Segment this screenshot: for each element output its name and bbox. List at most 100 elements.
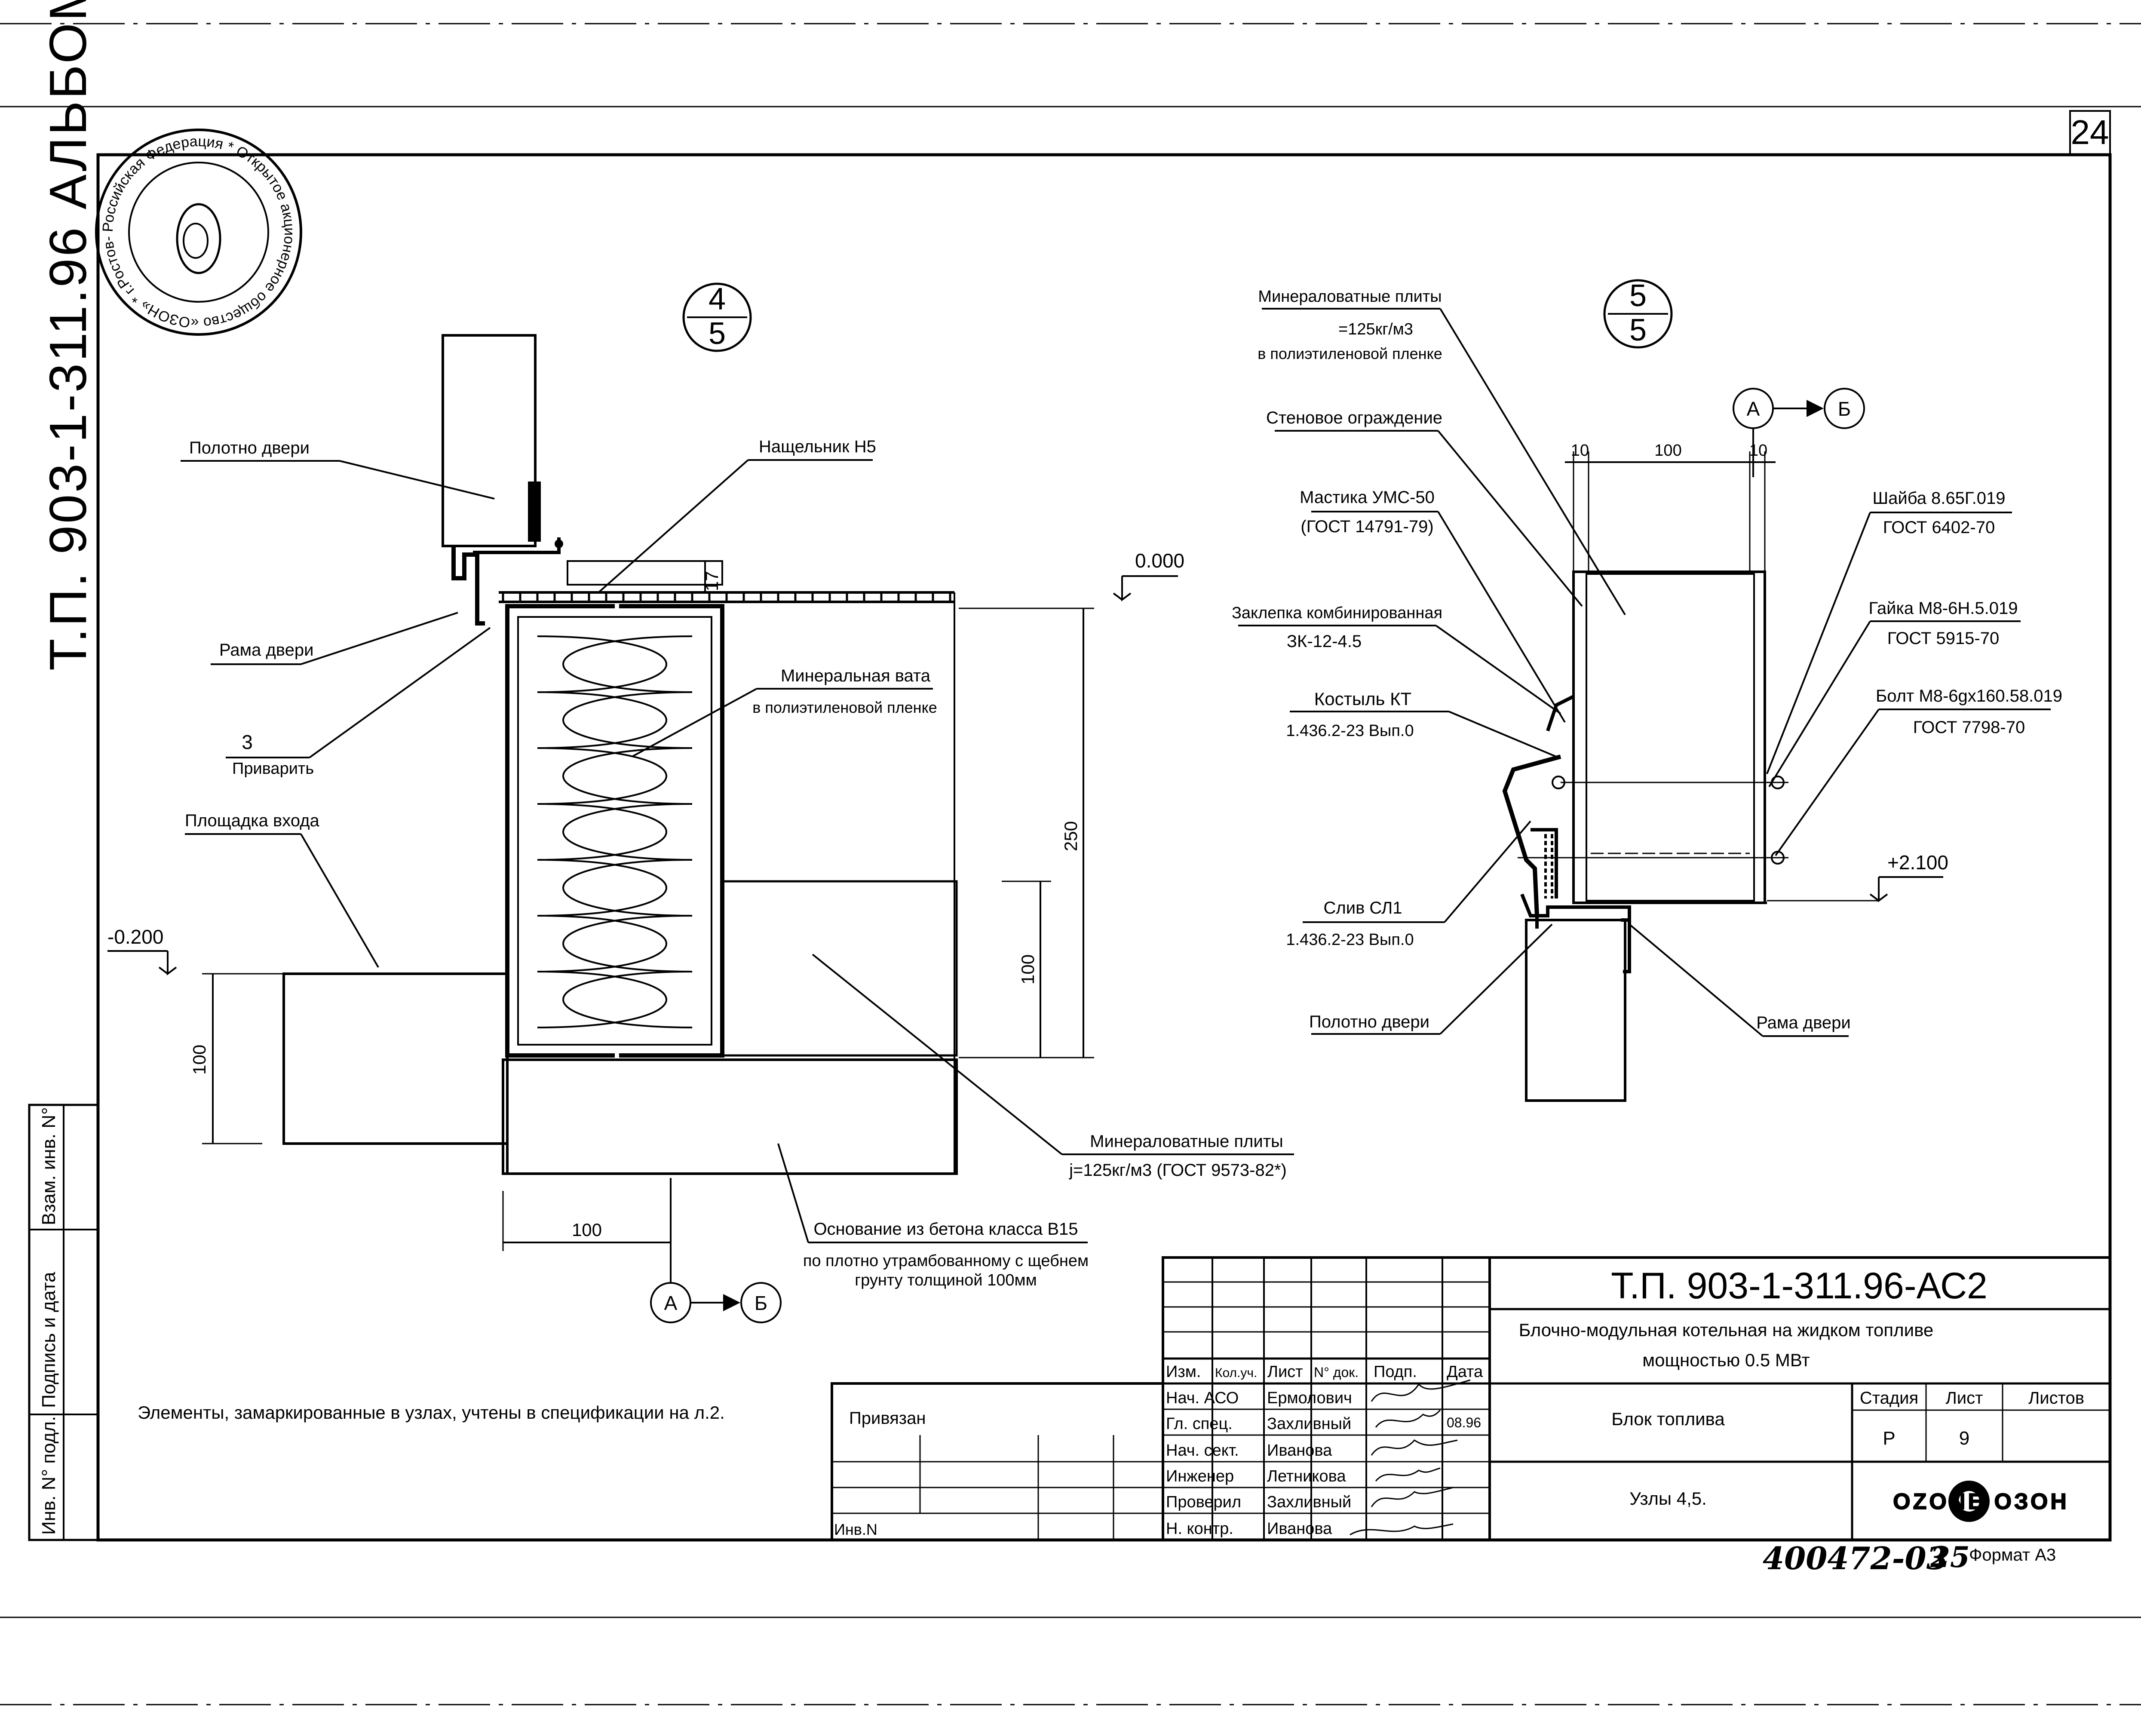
svg-text:100: 100 <box>1654 442 1681 460</box>
archive-sheet: 25 <box>1930 1540 1970 1574</box>
svg-text:100: 100 <box>572 1220 602 1240</box>
svg-text:0.000: 0.000 <box>1135 549 1184 572</box>
svg-text:10: 10 <box>1749 442 1767 460</box>
svg-text:Б: Б <box>1838 398 1851 420</box>
side-title: Т.П. 903-1-311.96 АЛЬБОМ 3 <box>39 0 97 671</box>
svg-text:Подп.: Подп. <box>1374 1363 1417 1381</box>
drawing-code: Т.П. 903-1-311.96-АС2 <box>1611 1265 1988 1307</box>
svg-text:Блок топлива: Блок топлива <box>1611 1409 1725 1429</box>
svg-text:100: 100 <box>189 1045 209 1075</box>
svg-text:Нащельник Н5: Нащельник Н5 <box>759 437 876 456</box>
svg-text:ГОСТ 7798-70: ГОСТ 7798-70 <box>1913 718 2025 737</box>
svg-text:4: 4 <box>709 282 726 316</box>
svg-text:Иванова: Иванова <box>1267 1520 1332 1538</box>
svg-text:Минераловатные плиты: Минераловатные плиты <box>1258 288 1442 306</box>
svg-text:грунту толщиной 100мм: грунту толщиной 100мм <box>855 1271 1037 1289</box>
svg-text:(ГОСТ 14791-79): (ГОСТ 14791-79) <box>1301 517 1433 536</box>
svg-text:Нач. сект.: Нач. сект. <box>1166 1442 1239 1460</box>
drawing-note: Элементы, замаркированные в узлах, учтен… <box>138 1402 725 1423</box>
door-leaf-4 <box>442 334 537 547</box>
svg-text:Листов: Листов <box>2028 1389 2084 1408</box>
podpis-data-label: Подпись и дата <box>38 1272 59 1408</box>
svg-text:OZONE ОЗОН: OZONE ОЗОН <box>1893 1489 2069 1514</box>
svg-text:Площадка входа: Площадка входа <box>185 811 320 830</box>
svg-text:5: 5 <box>709 316 726 351</box>
company-logo: OZONE ОЗОН <box>1893 1481 2069 1522</box>
svg-text:9: 9 <box>1959 1428 1969 1449</box>
vzam-inv-label: Взам. инв. N° <box>38 1107 59 1225</box>
signatures <box>1350 1379 1471 1536</box>
svg-text:10: 10 <box>1571 442 1589 460</box>
svg-text:по плотно утрамбованному с щеб: по плотно утрамбованному с щебнем <box>803 1252 1089 1270</box>
svg-text:Инженер: Инженер <box>1166 1467 1234 1485</box>
svg-text:Летникова: Летникова <box>1267 1467 1346 1485</box>
svg-text:Б: Б <box>755 1292 767 1314</box>
node-4-mark: 4 5 <box>682 282 752 352</box>
svg-text:А: А <box>664 1292 678 1314</box>
title-block: Изм. Кол.уч. Лист N° док. Подп. Дата Нач… <box>831 1256 2110 1541</box>
svg-text:Стеновое ограждение: Стеновое ограждение <box>1266 408 1442 427</box>
svg-text:Гл. спец.: Гл. спец. <box>1166 1415 1233 1433</box>
svg-text:Н. контр.: Н. контр. <box>1166 1520 1233 1538</box>
svg-text:Болт М8-6gх160.58.019: Болт М8-6gх160.58.019 <box>1876 687 2062 705</box>
svg-text:Мастика УМС-50: Мастика УМС-50 <box>1300 488 1435 507</box>
svg-text:Минеральная вата: Минеральная вата <box>781 666 931 685</box>
svg-text:5: 5 <box>1629 313 1647 347</box>
svg-text:Изм.: Изм. <box>1166 1363 1201 1381</box>
svg-text:ГОСТ 5915-70: ГОСТ 5915-70 <box>1887 629 1999 648</box>
svg-text:мощностью 0.5 МВт: мощностью 0.5 МВт <box>1642 1350 1810 1370</box>
node-5-labels: Минераловатные плиты =125кг/м3 в полиэти… <box>1232 288 2062 1037</box>
svg-text:Основание из бетона класса В15: Основание из бетона класса В15 <box>813 1220 1078 1239</box>
svg-text:Ермолович: Ермолович <box>1267 1389 1352 1407</box>
svg-text:250: 250 <box>1061 821 1081 851</box>
svg-text:Костыль КТ: Костыль КТ <box>1314 689 1411 709</box>
node-5-section-marker: А Б <box>1733 388 1865 477</box>
svg-text:Заклепка комбинированная: Заклепка комбинированная <box>1232 604 1442 622</box>
svg-text:Лист: Лист <box>1267 1363 1303 1381</box>
svg-text:Дата: Дата <box>1447 1363 1483 1381</box>
sheet-number: 24 <box>2071 113 2109 151</box>
svg-text:1.436.2-23 Вып.0: 1.436.2-23 Вып.0 <box>1286 931 1414 949</box>
node-4-drawing: 4 5 17 <box>107 282 1294 1323</box>
node-4-section-marker: А Б <box>650 1178 782 1323</box>
svg-text:ЗК-12-4.5: ЗК-12-4.5 <box>1287 632 1362 651</box>
svg-text:1.436.2-23 Вып.0: 1.436.2-23 Вып.0 <box>1286 722 1414 740</box>
svg-text:Полотно двери: Полотно двери <box>189 439 310 457</box>
node-5-mark: 5 5 <box>1603 279 1673 349</box>
svg-text:Лист: Лист <box>1946 1389 1983 1408</box>
svg-text:А: А <box>1747 398 1760 420</box>
svg-text:Захливный: Захливный <box>1267 1415 1351 1433</box>
svg-text:Шайба 8.65Г.019: Шайба 8.65Г.019 <box>1872 489 2005 508</box>
node-4-levels: 0.000 -0.200 <box>107 549 1184 975</box>
svg-text:Рама двери: Рама двери <box>219 641 313 659</box>
side-stamp-columns: Инв. N° подл. Подпись и дата Взам. инв. … <box>28 1104 99 1541</box>
node-4-dims: 17 250 100 100 100 <box>189 561 1094 1251</box>
svg-text:Кол.уч.: Кол.уч. <box>1215 1366 1257 1380</box>
sheet-trim-lines <box>0 23 2141 1705</box>
svg-text:Привязан: Привязан <box>849 1409 926 1428</box>
svg-text:ГОСТ 6402-70: ГОСТ 6402-70 <box>1883 518 1995 537</box>
svg-text:Приварить: Приварить <box>232 760 314 778</box>
node-5-dims: 10 100 10 <box>1565 442 1776 572</box>
svg-text:=125кг/м3: =125кг/м3 <box>1338 320 1413 338</box>
svg-text:Минераловатные плиты: Минераловатные плиты <box>1090 1132 1283 1151</box>
svg-text:Полотно двери: Полотно двери <box>1309 1012 1429 1031</box>
node-4-labels: Полотно двери Рама двери 3 Приварить Пло… <box>181 437 1294 1289</box>
svg-text:Рама двери: Рама двери <box>1756 1013 1850 1032</box>
svg-text:+2.100: +2.100 <box>1887 851 1948 874</box>
archive-number: 400472-03 <box>1763 1540 1948 1577</box>
svg-text:N° док.: N° док. <box>1314 1365 1359 1380</box>
sheet-number-box: 24 <box>2069 110 2111 156</box>
svg-text:Гайка М8-6Н.5.019: Гайка М8-6Н.5.019 <box>1869 599 2018 618</box>
svg-text:Р: Р <box>1883 1428 1895 1449</box>
inv-podl-label: Инв. N° подл. <box>38 1416 59 1535</box>
svg-text:100: 100 <box>1018 954 1038 985</box>
format-label: Формат А3 <box>1969 1546 2056 1564</box>
svg-text:-0.200: -0.200 <box>107 926 163 948</box>
svg-text:Стадия: Стадия <box>1860 1389 1918 1408</box>
svg-text:в полиэтиленовой пленке: в полиэтиленовой пленке <box>1258 345 1442 362</box>
svg-text:j=125кг/м3 (ГОСТ 9573-82*): j=125кг/м3 (ГОСТ 9573-82*) <box>1069 1161 1287 1180</box>
svg-text:17: 17 <box>702 571 722 591</box>
svg-text:Нач. АСО: Нач. АСО <box>1166 1389 1239 1407</box>
svg-text:Блочно-модульная котельная на: Блочно-модульная котельная на жидком топ… <box>1519 1320 1934 1340</box>
